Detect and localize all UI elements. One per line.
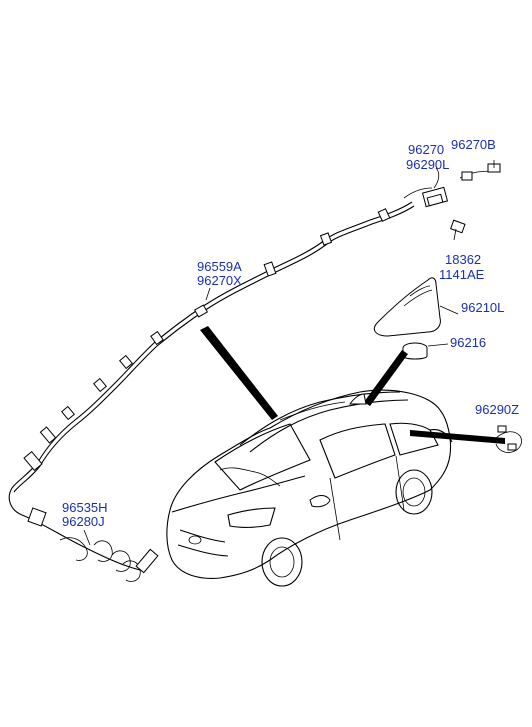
bolt-part xyxy=(450,219,466,241)
callout-96290L: 96290L xyxy=(406,157,449,172)
antenna-amplifier xyxy=(403,160,501,208)
callout-96290Z: 96290Z xyxy=(475,402,519,417)
callout-96270B: 96270B xyxy=(451,137,496,152)
roof-cable xyxy=(495,425,522,453)
leader-pointers xyxy=(200,326,505,444)
antenna-cable-assembly xyxy=(8,201,415,582)
car-outline xyxy=(166,389,453,587)
callout-96270: 96270 xyxy=(408,142,444,157)
callout-96270X: 96270X xyxy=(197,273,242,288)
callout-96535H: 96535H xyxy=(62,500,108,515)
callout-96559A: 96559A xyxy=(197,259,242,274)
leader-ticks xyxy=(83,287,459,546)
shark-fin-antenna xyxy=(373,277,441,337)
callout-96280J: 96280J xyxy=(62,514,105,529)
callout-96210L: 96210L xyxy=(461,300,504,315)
callout-18362: 18362 xyxy=(445,252,481,267)
callout-1141AE: 1141AE xyxy=(439,267,485,282)
callout-96216: 96216 xyxy=(450,335,486,350)
antenna-pad xyxy=(402,342,428,360)
